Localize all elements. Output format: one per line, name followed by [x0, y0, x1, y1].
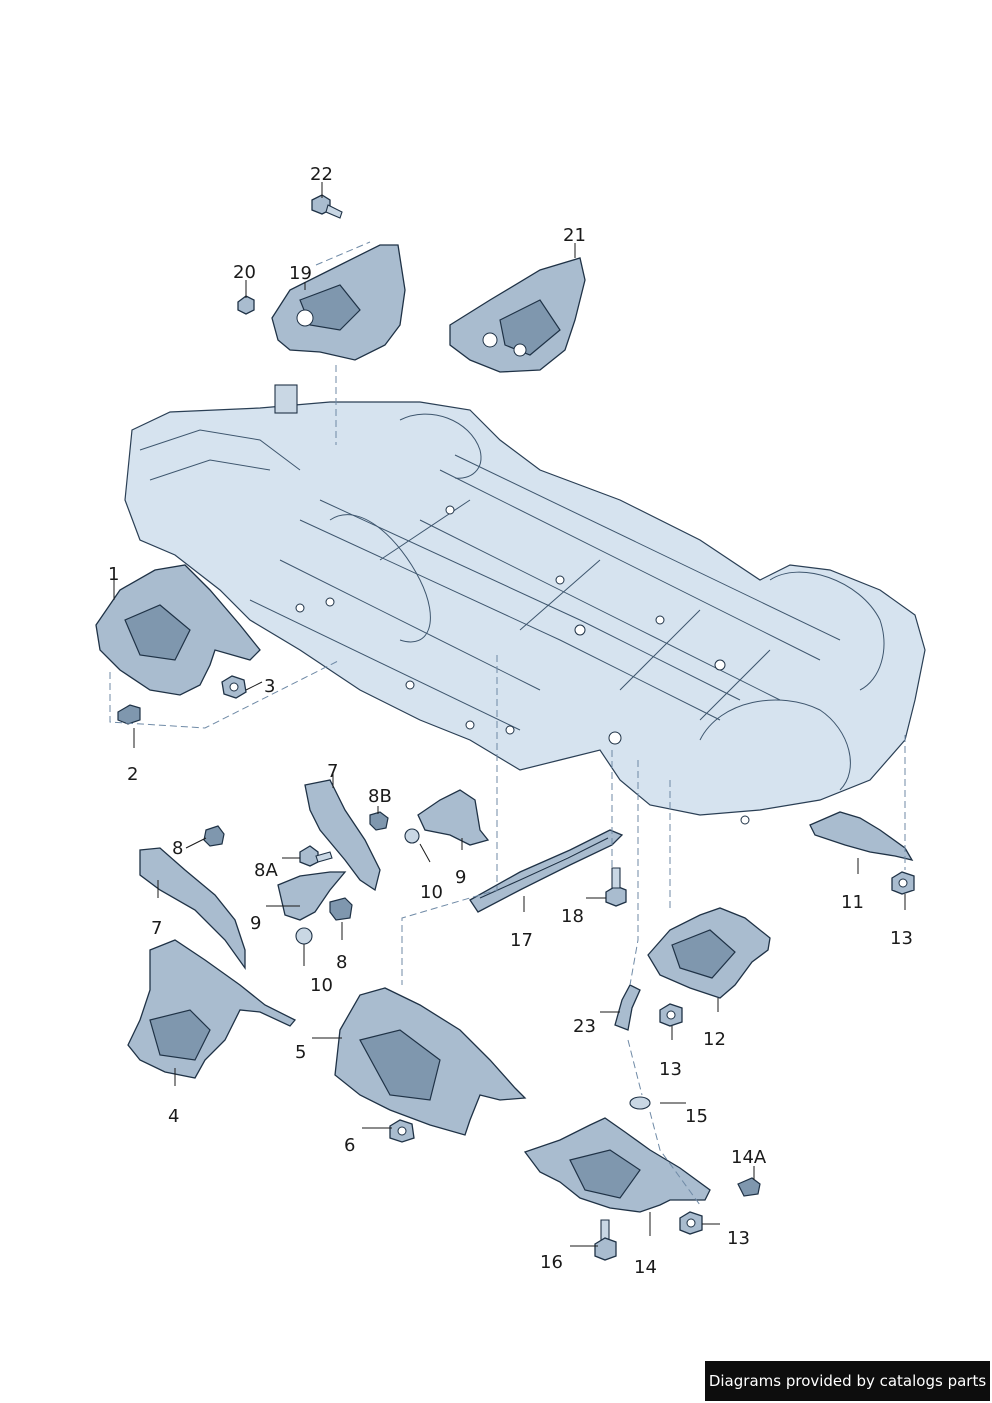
credit-banner: Diagrams provided by catalogs parts	[705, 1361, 990, 1401]
heat-shield-1	[95, 564, 261, 696]
bracket-11	[809, 811, 914, 861]
callout-21: 21	[563, 225, 586, 246]
callout-10-lower: 10	[310, 975, 333, 996]
bracket-7-lower	[139, 847, 246, 971]
callout-16: 16	[540, 1252, 563, 1273]
callout-13-right: 13	[890, 928, 913, 949]
bolt-18	[605, 867, 627, 907]
nut-13-middle	[659, 1003, 683, 1027]
callout-8-upper: 8	[172, 838, 183, 859]
heat-shield-21	[449, 257, 586, 373]
callout-1: 1	[108, 564, 119, 585]
callout-14: 14	[634, 1257, 657, 1278]
callout-4: 4	[168, 1106, 179, 1127]
heat-shield-12	[647, 907, 771, 999]
bolt-16	[594, 1219, 617, 1261]
vehicle-underbody	[124, 384, 926, 825]
callout-11: 11	[841, 892, 864, 913]
callout-5: 5	[295, 1042, 306, 1063]
callout-8-lower: 8	[336, 952, 347, 973]
bracket-7-upper	[304, 779, 381, 892]
heat-shield-19	[271, 244, 406, 361]
callout-8B: 8B	[368, 786, 392, 807]
callout-13-lower: 13	[727, 1228, 750, 1249]
washer-10-upper	[404, 828, 420, 844]
callout-20: 20	[233, 262, 256, 283]
callout-18: 18	[561, 906, 584, 927]
bracket-23	[614, 984, 641, 1031]
nut-13-right	[891, 871, 915, 895]
callout-9-lower: 9	[250, 913, 261, 934]
nut-3	[221, 675, 247, 699]
washer-15	[629, 1096, 651, 1110]
callout-22: 22	[310, 164, 333, 185]
heat-shield-5	[334, 987, 527, 1136]
clip-2	[117, 704, 141, 725]
bracket-9-upper	[417, 789, 490, 846]
crossmember-17	[469, 829, 624, 913]
credit-text: Diagrams provided by catalogs parts	[708, 1372, 987, 1390]
callout-15: 15	[685, 1106, 708, 1127]
callout-7-upper: 7	[327, 761, 338, 782]
clip-8-upper	[203, 825, 225, 847]
callout-23: 23	[573, 1016, 596, 1037]
callout-9-upper: 9	[455, 867, 466, 888]
callout-14A: 14A	[731, 1147, 767, 1168]
callout-19: 19	[289, 263, 312, 284]
callout-3: 3	[264, 676, 275, 697]
callout-2: 2	[127, 764, 138, 785]
callout-6: 6	[344, 1135, 355, 1156]
washer-10-lower	[295, 927, 313, 945]
clip-8-lower	[329, 897, 353, 921]
clip-8B	[369, 811, 389, 831]
bolt-8A	[299, 845, 333, 867]
bolt-22	[311, 194, 343, 219]
callout-10-upper: 10	[420, 882, 443, 903]
callout-8A: 8A	[254, 860, 278, 881]
clip-20	[237, 295, 255, 315]
callout-17: 17	[510, 930, 533, 951]
front-bracket-shape	[274, 384, 298, 414]
nut-13-lower	[679, 1211, 703, 1235]
assembly-dashed-lines	[109, 241, 906, 1206]
heat-shield-14	[523, 1117, 711, 1213]
callout-13-middle: 13	[659, 1059, 682, 1080]
heat-shield-4	[127, 939, 297, 1079]
leader-lines	[113, 182, 906, 1247]
bracket-9-lower	[277, 871, 347, 921]
callout-12: 12	[703, 1029, 726, 1050]
nut-6	[389, 1119, 415, 1143]
callout-7-lower: 7	[151, 918, 162, 939]
clip-14A	[737, 1177, 761, 1197]
callout-labels: 22 20 19 21 1 3 2 7 8B 8 8A 9 10 7 9 8 1…	[108, 164, 913, 1278]
